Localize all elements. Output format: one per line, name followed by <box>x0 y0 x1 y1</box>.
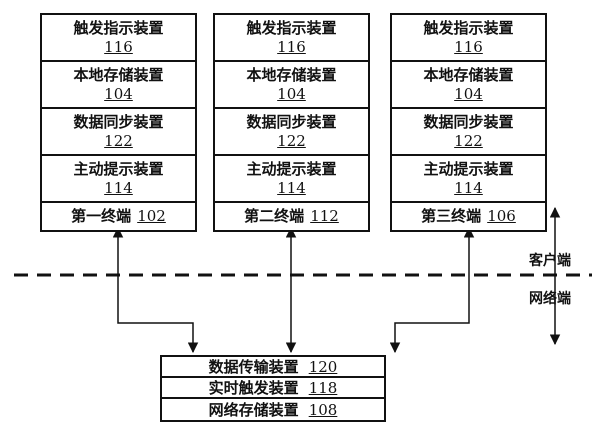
terminal-name: 第二终端 112 <box>244 207 339 225</box>
client-side-label: 客户端 <box>529 253 571 269</box>
terminal-1: 触发指示装置 116 本地存储装置 104 数据同步装置 122 主动提示装置 … <box>40 13 197 232</box>
data-sync-device: 数据同步装置 122 <box>215 109 368 156</box>
local-storage-device: 本地存储装置 104 <box>392 62 545 109</box>
network-side-label: 网络端 <box>529 291 571 307</box>
data-sync-device: 数据同步装置 122 <box>42 109 195 156</box>
data-sync-device: 数据同步装置 122 <box>392 109 545 156</box>
network-server: 数据传输装置 120 实时触发装置 118 网络存储装置 108 <box>160 355 386 422</box>
connector-terminal-3 <box>389 226 475 354</box>
network-storage-device: 网络存储装置 108 <box>208 400 338 420</box>
local-storage-device: 本地存储装置 104 <box>215 62 368 109</box>
data-transfer-device: 数据传输装置 120 <box>162 357 384 378</box>
terminal-3: 触发指示装置 116 本地存储装置 104 数据同步装置 122 主动提示装置 … <box>390 13 547 232</box>
connector-terminal-1 <box>112 226 199 354</box>
terminal-2: 触发指示装置 116 本地存储装置 104 数据同步装置 122 主动提示装置 … <box>213 13 370 232</box>
trigger-indicator-device: 触发指示装置 116 <box>42 15 195 62</box>
trigger-indicator-device: 触发指示装置 116 <box>392 15 545 62</box>
realtime-trigger-device: 实时触发装置 118 <box>162 378 384 399</box>
terminal-name: 第一终端 102 <box>71 207 166 225</box>
terminal-name: 第三终端 106 <box>421 207 516 225</box>
active-prompt-device: 主动提示装置 114 <box>42 156 195 203</box>
trigger-indicator-device: 触发指示装置 116 <box>215 15 368 62</box>
active-prompt-device: 主动提示装置 114 <box>215 156 368 203</box>
local-storage-device: 本地存储装置 104 <box>42 62 195 109</box>
active-prompt-device: 主动提示装置 114 <box>392 156 545 203</box>
